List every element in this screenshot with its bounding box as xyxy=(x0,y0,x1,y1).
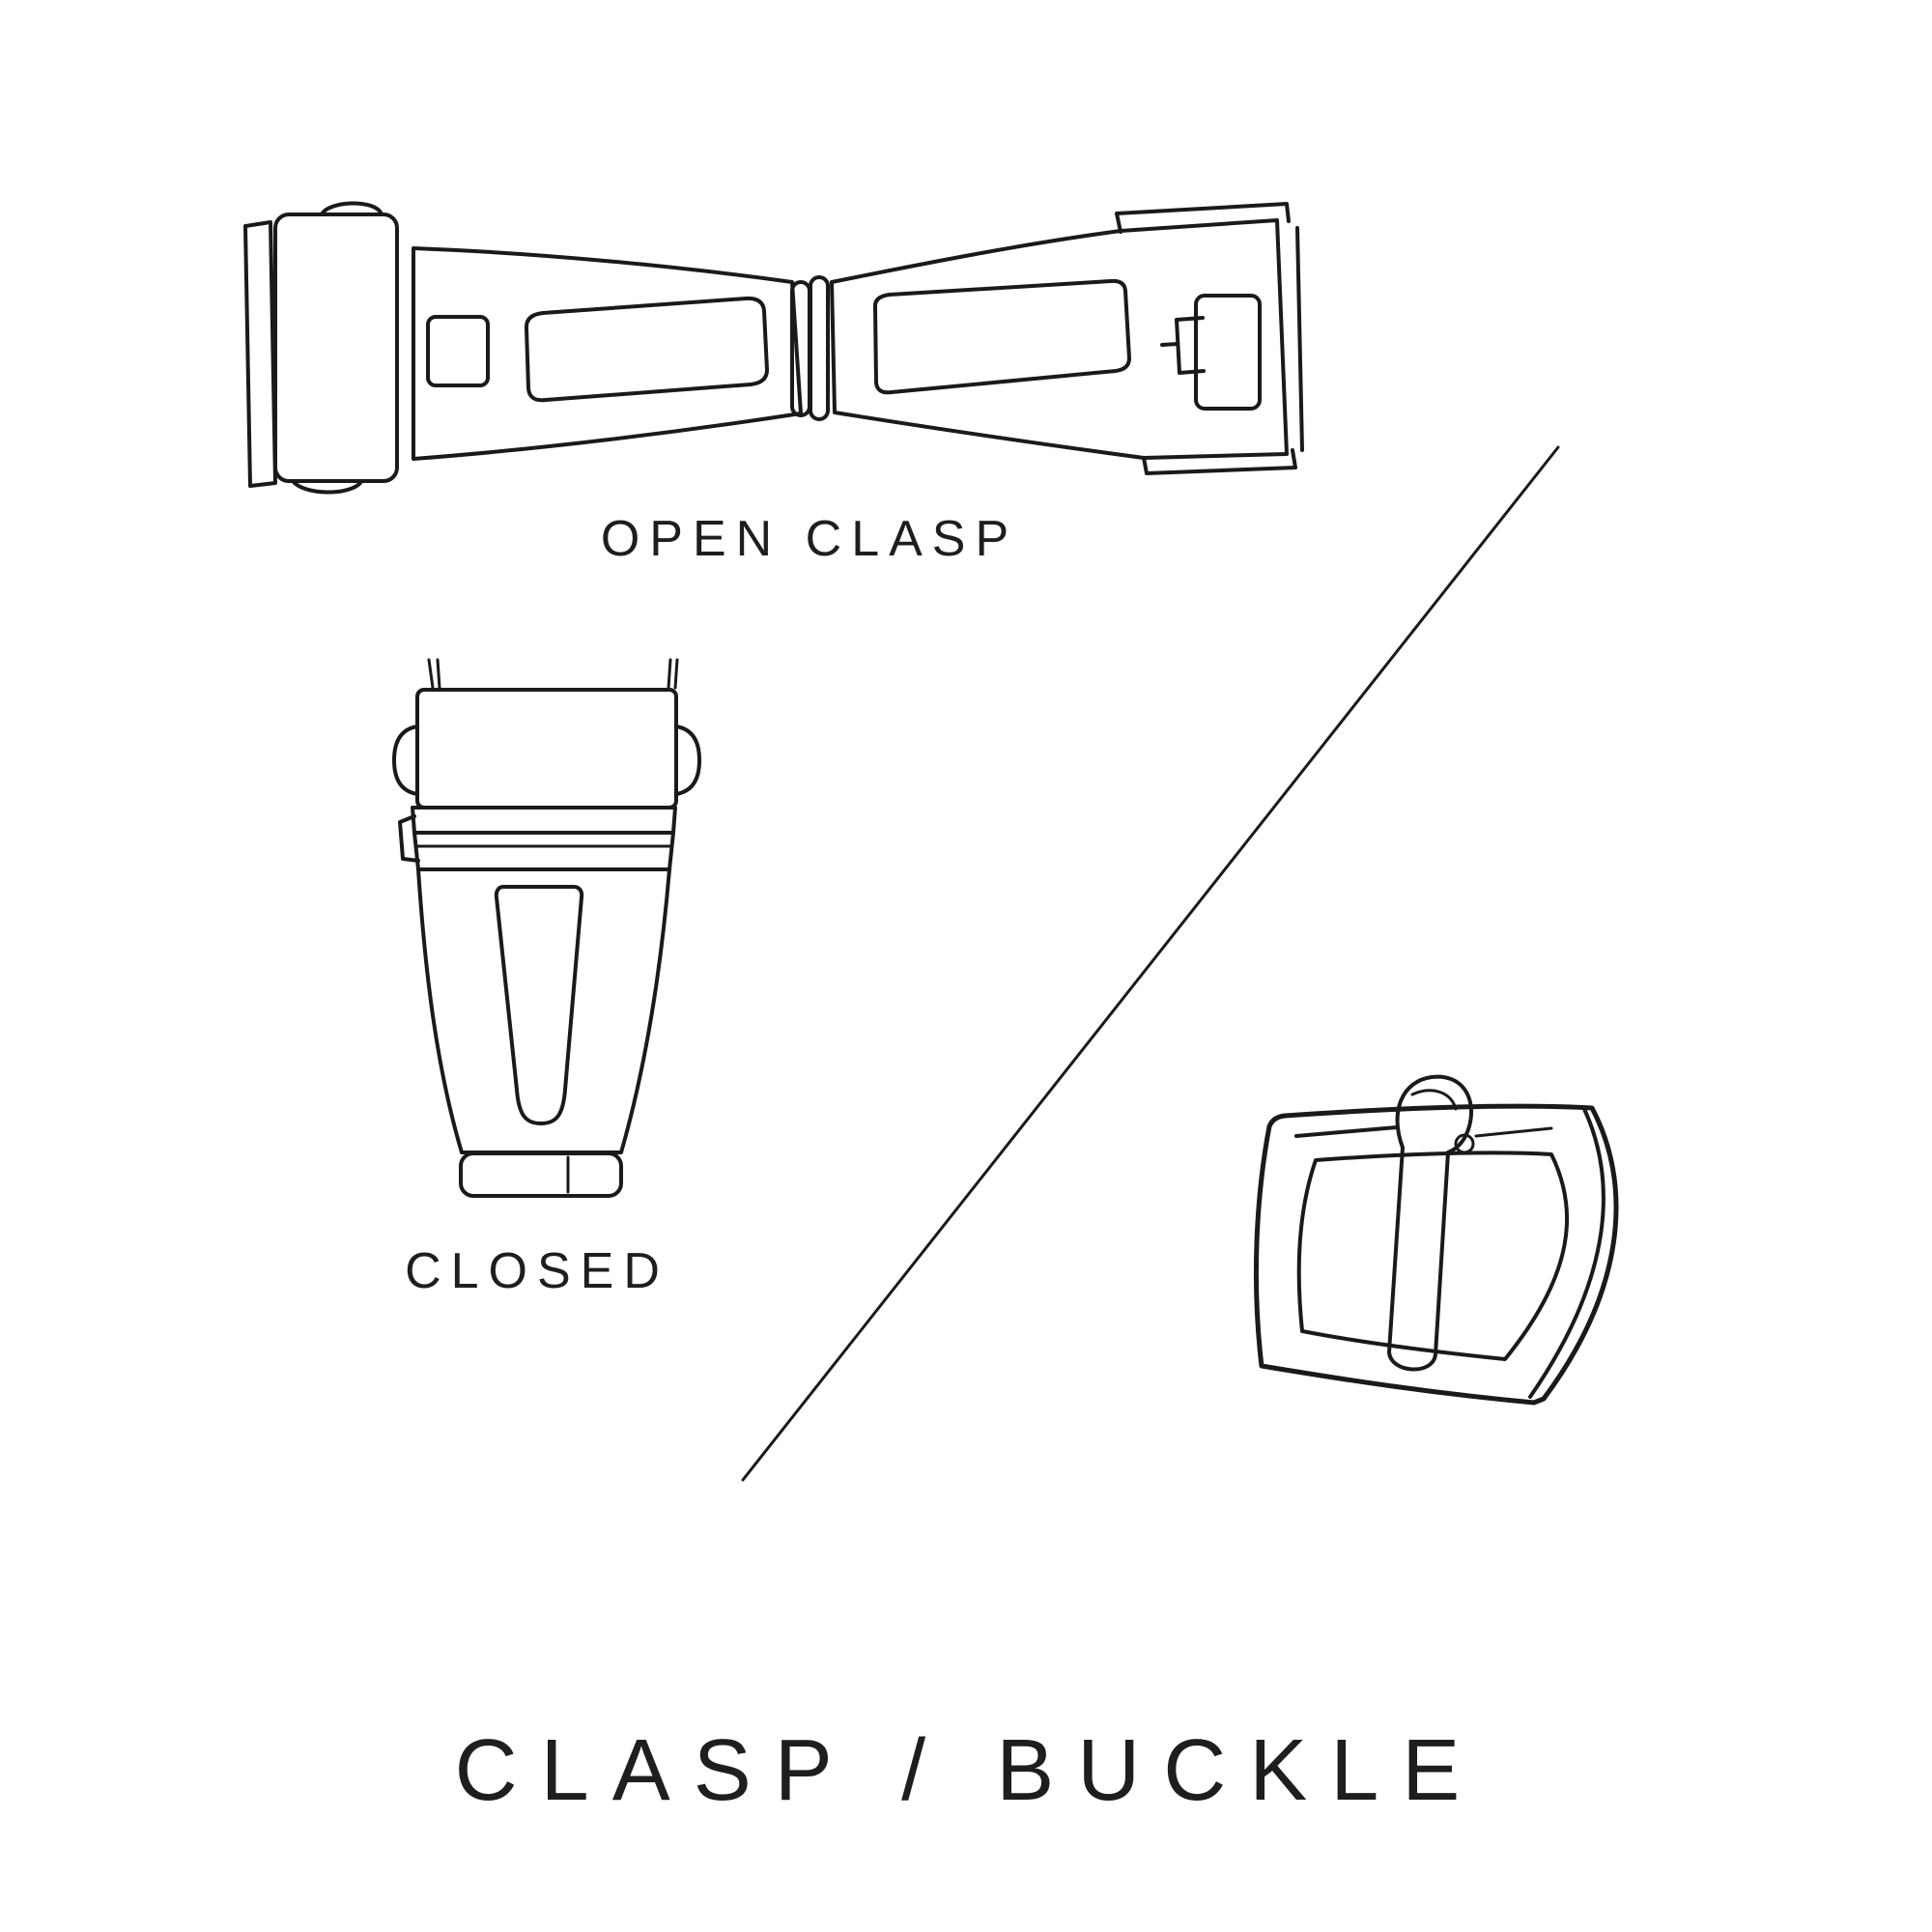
closed-label: CLOSED xyxy=(405,1243,669,1299)
diagonal-divider-line xyxy=(741,445,1560,1482)
open-clasp-illustration xyxy=(243,201,1304,495)
closed-clasp-illustration xyxy=(392,658,701,1198)
page-title: CLASP / BUCKLE xyxy=(454,1722,1484,1819)
tang-buckle-illustration xyxy=(1253,1074,1619,1406)
open-clasp-label: OPEN CLASP xyxy=(600,511,1019,567)
